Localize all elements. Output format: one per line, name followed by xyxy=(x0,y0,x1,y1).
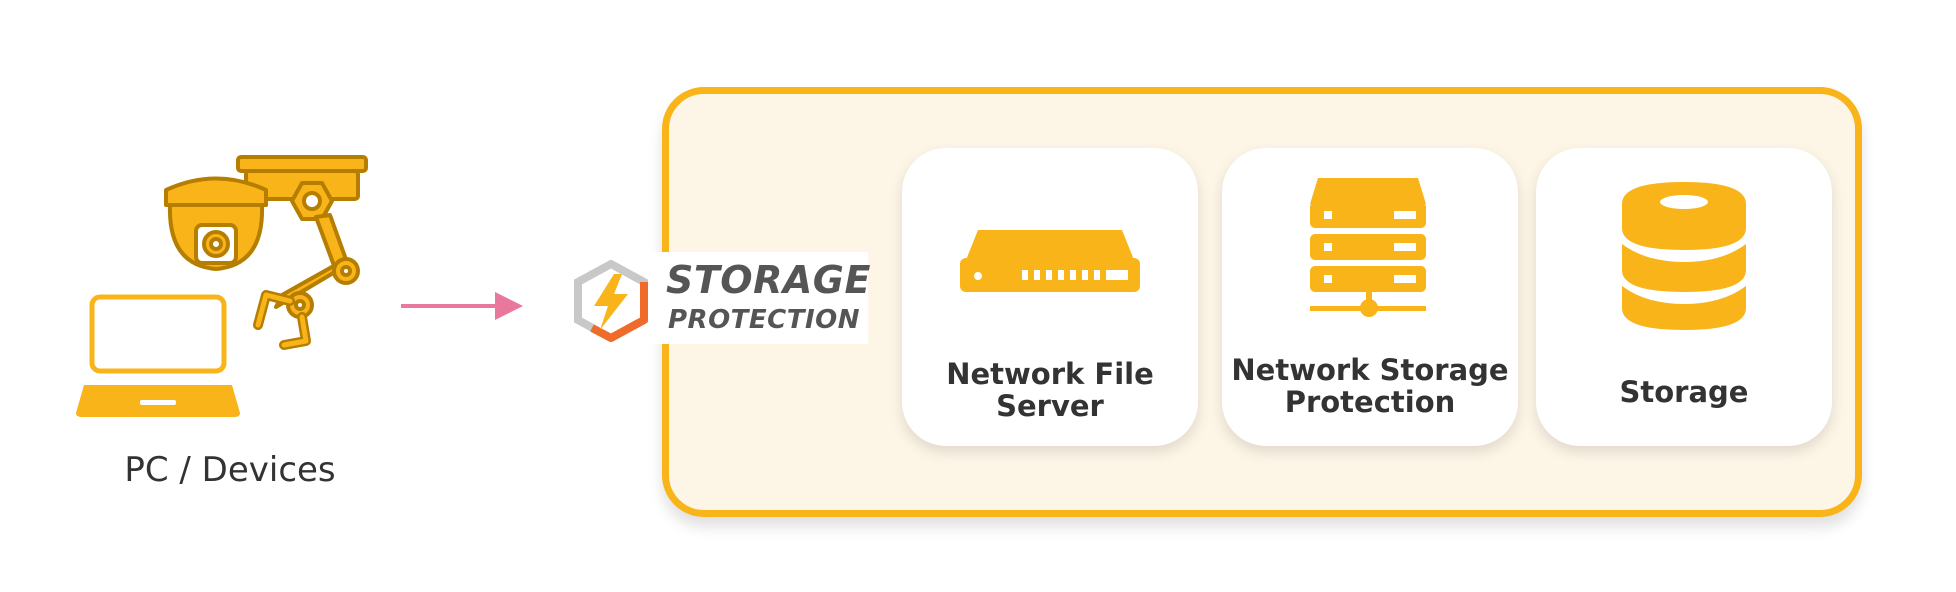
card-network-storage-protection: Network Storage Protection xyxy=(1222,148,1518,446)
flow-arrow xyxy=(395,288,530,324)
laptop-icon xyxy=(76,294,240,417)
logo-line1: STORAGE xyxy=(666,258,871,302)
card-storage: Storage xyxy=(1536,148,1832,446)
devices-label: PC / Devices xyxy=(124,450,336,490)
database-icon xyxy=(1622,182,1746,330)
card-label: Network File Server xyxy=(902,358,1198,422)
storage-protection-logo-icon xyxy=(574,260,648,342)
logo-line2: PROTECTION xyxy=(668,305,861,335)
card-label-line1: Network File xyxy=(946,357,1154,391)
card-label-line1: Network Storage xyxy=(1231,353,1509,387)
card-label-line2: Server xyxy=(996,389,1104,423)
card-label-line2: Protection xyxy=(1284,385,1456,419)
card-label: Network Storage Protection xyxy=(1222,354,1518,418)
card-label-line1: Storage xyxy=(1619,375,1749,409)
network-switch-icon xyxy=(960,230,1140,292)
card-label: Storage xyxy=(1536,376,1832,408)
card-network-file-server: Network File Server xyxy=(902,148,1198,446)
dome-camera-icon xyxy=(164,176,268,271)
devices-group xyxy=(70,145,390,425)
robot-arm-icon xyxy=(236,155,368,350)
server-rack-icon xyxy=(1310,178,1426,317)
storage-protection-logo: STORAGE PROTECTION xyxy=(556,252,871,344)
